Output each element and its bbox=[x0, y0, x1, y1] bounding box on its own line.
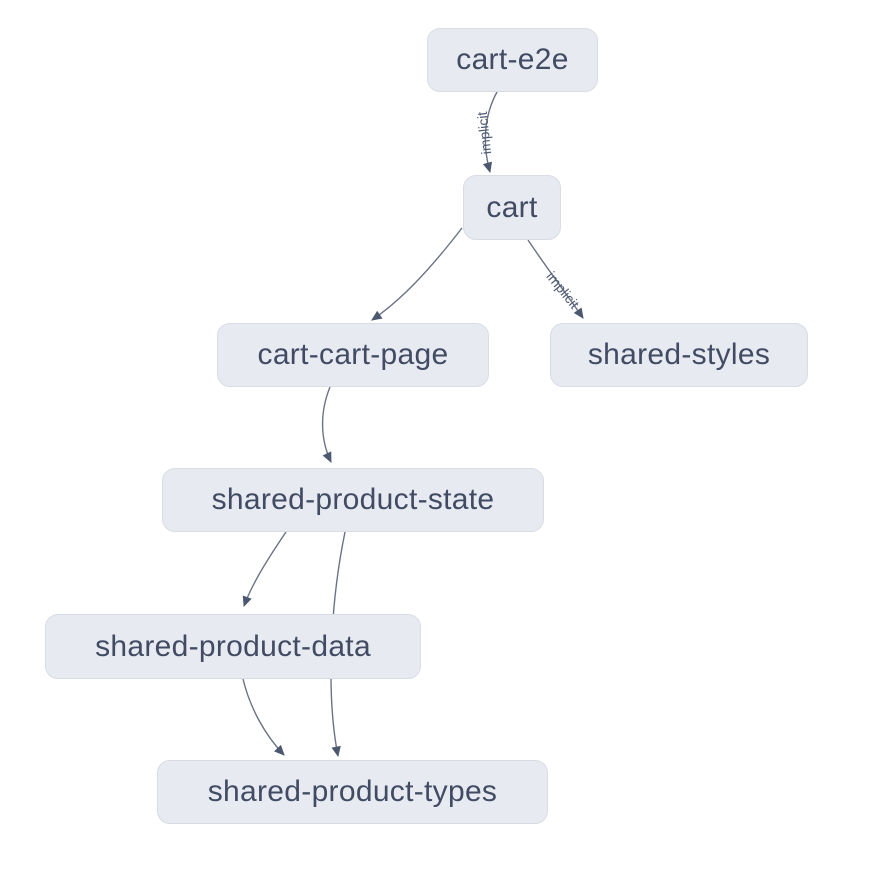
node-shared-styles[interactable]: shared-styles bbox=[550, 323, 808, 387]
edge-shared-product-state-to-shared-product-data bbox=[242, 531, 287, 607]
edge-label-implicit-1: implicit bbox=[474, 111, 494, 155]
node-shared-product-state[interactable]: shared-product-state bbox=[162, 468, 544, 532]
edge-cart-cart-page-to-shared-product-state bbox=[321, 386, 332, 463]
node-shared-product-data[interactable]: shared-product-data bbox=[45, 614, 421, 679]
edge-cart-e2e-to-cart bbox=[482, 91, 498, 174]
edge-shared-product-data-to-shared-product-types bbox=[242, 678, 285, 756]
edge-cart-to-cart-cart-page bbox=[371, 227, 463, 321]
node-cart[interactable]: cart bbox=[463, 175, 561, 240]
node-shared-product-types[interactable]: shared-product-types bbox=[157, 760, 548, 824]
node-cart-cart-page[interactable]: cart-cart-page bbox=[217, 323, 489, 387]
edge-label-implicit-2: implicit bbox=[543, 268, 582, 311]
edge-cart-to-shared-styles bbox=[527, 239, 584, 319]
node-cart-e2e[interactable]: cart-e2e bbox=[427, 28, 598, 92]
